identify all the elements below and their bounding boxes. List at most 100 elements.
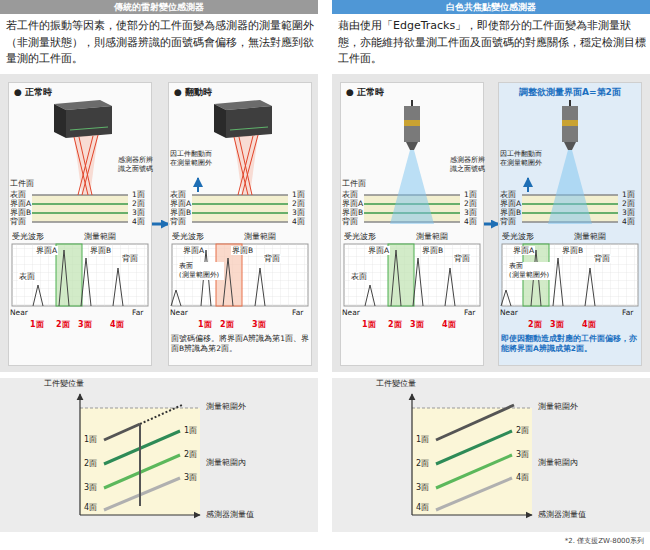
label-text: Far (464, 308, 475, 317)
label-text: 工件變位量 (376, 379, 416, 389)
label-text: 測量範圍 (244, 232, 276, 241)
label-text: 界面A (500, 199, 521, 208)
label-text: 工件面 (10, 179, 34, 188)
art-path (33, 250, 123, 306)
label-text: 界面B (500, 208, 521, 217)
label-text: 測量範圍內 (538, 458, 578, 468)
art-use (332, 378, 650, 532)
label-text: Far (292, 308, 303, 317)
label-text: 2面 (388, 320, 402, 330)
panel-box: ● 翻動時 (168, 82, 312, 366)
label-text: 3面 (252, 320, 266, 330)
label-text: 表面 (500, 190, 516, 199)
art-use (214, 100, 272, 195)
label-text: 因工件翻動而在測量範圍外 (500, 150, 544, 168)
label-text: 感測器所辨識之面號碼 (450, 156, 486, 174)
label-text: 3面 (78, 320, 92, 330)
art-rect (332, 74, 650, 372)
label-text: 3面 (622, 208, 635, 217)
label-text: 1面 (198, 320, 212, 330)
label-text: 1面 (464, 190, 477, 199)
label-text: 表面 (350, 272, 368, 281)
label-text: 測量範圍 (574, 232, 606, 241)
label-text: Near (170, 308, 188, 317)
art-path (197, 178, 199, 192)
label-text: 3面 (410, 320, 424, 330)
label-text: 2面 (84, 459, 97, 469)
label-text: 1面 (30, 320, 44, 330)
label-text: 3面 (550, 320, 564, 330)
art-use (172, 244, 308, 306)
label-text: 界面A (342, 199, 363, 208)
label-text: 受光波形 (344, 232, 376, 241)
label-text: 感測器測量值 (538, 510, 586, 520)
label-text: 2面 (622, 199, 635, 208)
label-text: 1面 (184, 426, 197, 436)
label-text: Far (622, 308, 633, 317)
label-text: 2面 (292, 199, 305, 208)
label-text: 測量範圍內 (206, 458, 246, 468)
label-text: 界面B (421, 246, 444, 255)
label-text: 2面 (132, 199, 145, 208)
label-text: Near (342, 308, 360, 317)
art-use (192, 195, 288, 222)
label-text: 背面 (263, 254, 281, 263)
art-path (365, 250, 455, 306)
art-path (139, 424, 141, 506)
header-bar: 白色共焦點變位感測器 (332, 0, 650, 14)
label-text: *2. 僅支援ZW-8000系列 (565, 537, 644, 545)
label-text: 3面 (132, 208, 145, 217)
label-text: 界面A (10, 199, 31, 208)
label-text: 4面 (132, 217, 145, 226)
label-text: 4面 (442, 320, 456, 330)
label-text: 3面 (464, 208, 477, 217)
label-text: 背面 (593, 254, 611, 263)
label-text: 界面B (10, 208, 31, 217)
label-text: Near (500, 308, 518, 317)
heading-text: ● 正常時 (346, 86, 478, 99)
label-text: 1面 (622, 190, 635, 199)
label-text: 界面A (367, 246, 390, 255)
label-text: 4面 (84, 503, 97, 513)
label-text: 測量範圍外 (206, 402, 246, 412)
label-text: 4面 (292, 217, 305, 226)
label-text: 2面 (56, 320, 70, 330)
label-text: 2面 (464, 199, 477, 208)
label-text: 3面 (84, 483, 97, 493)
label-text: 2面 (220, 320, 234, 330)
flow-arrow (152, 223, 168, 226)
label-text: 背面 (170, 217, 186, 226)
label-text: 背面 (121, 254, 139, 263)
label-text: 3面 (516, 450, 529, 460)
label-text: 背面 (500, 217, 516, 226)
label-text: 表面 (10, 190, 26, 199)
label-text: 表面 (342, 190, 358, 199)
label-text: 界面B (231, 246, 254, 255)
art-use (548, 100, 592, 224)
art-use (0, 378, 318, 532)
label-text: 2面 (516, 426, 529, 436)
label-text: 界面A (35, 246, 58, 255)
label-text: 4面 (416, 503, 429, 513)
label-text: 界面A (182, 246, 205, 255)
label-text: 即使因翻動造成對應的工件面偏移，亦能將界面A辨識成第2面。 (501, 334, 639, 354)
art-use (32, 195, 128, 222)
label-text: 表面 (測量範圍外) (508, 262, 554, 280)
heading-text: 白色共焦點變位感測器 (332, 0, 650, 14)
art-path (140, 405, 182, 424)
label-text: 若工件的振動等因素，使部分的工件面變為感測器的測量範圍外（非測量狀態），則感測器… (6, 18, 314, 68)
label-text: 界面A (512, 246, 535, 255)
label-text: 受光波形 (502, 232, 534, 241)
label-text: 1面 (132, 190, 145, 199)
label-text: 界面B (89, 246, 112, 255)
label-text: 1面 (362, 320, 376, 330)
label-text: 4面 (622, 217, 635, 226)
art-use (390, 100, 434, 224)
label-text: Near (10, 308, 28, 317)
art-path (104, 424, 140, 440)
label-text: 受光波形 (12, 232, 44, 241)
label-text: 界面B (170, 208, 191, 217)
heading-text: 傳統的雷射變位感測器 (0, 0, 318, 14)
art-use (344, 244, 480, 306)
